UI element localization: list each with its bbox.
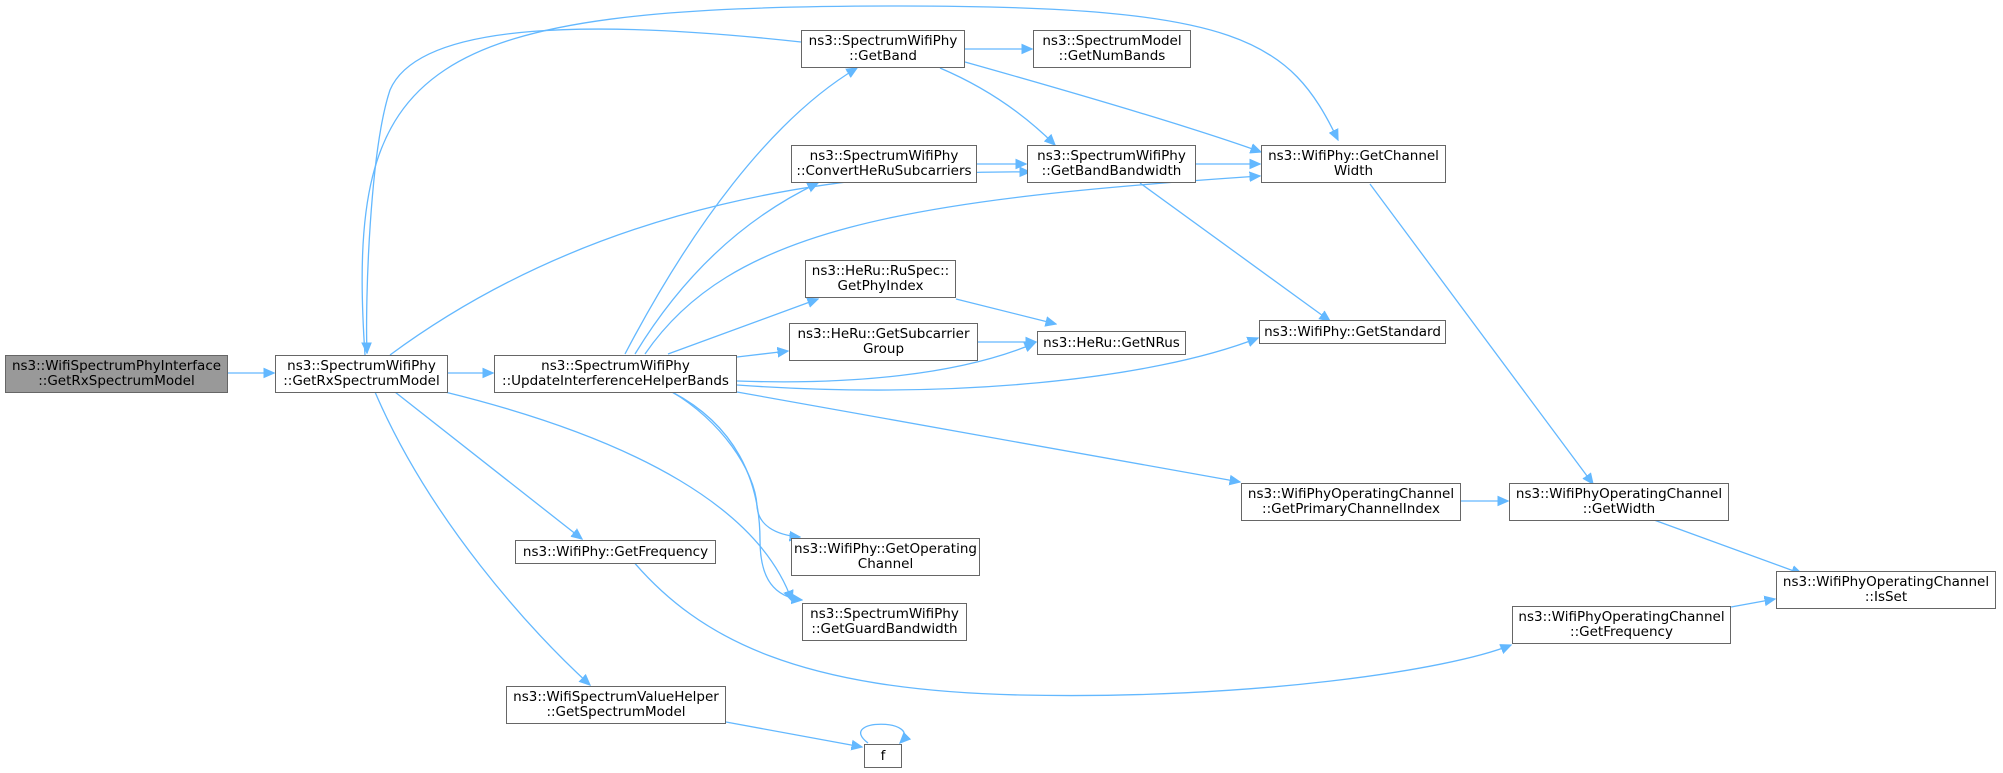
node-line-1: ns3::SpectrumWifiPhy (809, 148, 959, 164)
node-line-1: f (880, 747, 886, 764)
edge-getrxspectrummodel-to-getspectrummodel (374, 391, 590, 685)
edge-updateih-to-getstandard (736, 338, 1258, 391)
node-line-2: ::GetNumBands (1058, 48, 1166, 64)
node-spectrumwifiphy-getbandbandwidth[interactable]: ns3::SpectrumWifiPhy ::GetBandBandwidth (1027, 145, 1196, 183)
node-spectrumwifiphy-getband[interactable]: ns3::SpectrumWifiPhy ::GetBand (801, 30, 965, 68)
node-line-1: ns3::WifiPhy::GetFrequency (522, 543, 709, 560)
node-line-1: ns3::HeRu::GetNRus (1043, 334, 1180, 351)
node-line-1: ns3::SpectrumWifiPhy (1037, 148, 1186, 164)
edge-getchannelwidth-to-opchanwidth (1369, 183, 1593, 484)
node-line-2: Channel (857, 556, 914, 572)
node-line-2: ::GetBandBandwidth (1041, 163, 1182, 179)
node-wifiphy-getstandard[interactable]: ns3::WifiPhy::GetStandard (1259, 320, 1446, 344)
node-line-2: ::GetSpectrumModel (546, 704, 686, 720)
node-heru-ruspec-getphyindex[interactable]: ns3::HeRu::RuSpec:: GetPhyIndex (805, 260, 956, 298)
node-wifiphyoperatingchannel-getfrequency[interactable]: ns3::WifiPhyOperatingChannel ::GetFreque… (1512, 606, 1731, 644)
node-wifispectrumvaluehelper-getspectrummodel[interactable]: ns3::WifiSpectrumValueHelper ::GetSpectr… (506, 686, 726, 724)
node-wifiphyoperatingchannel-isset[interactable]: ns3::WifiPhyOperatingChannel ::IsSet (1776, 571, 1996, 609)
node-wifiphyoperatingchannel-getwidth[interactable]: ns3::WifiPhyOperatingChannel ::GetWidth (1509, 483, 1729, 521)
edge-getbandbandwidth-to-getstandard (1139, 182, 1330, 321)
edge-updateih-to-getoperatingchannel (671, 391, 800, 537)
edge-getband-to-getchannelwidth (964, 61, 1261, 152)
edge-updateih-to-getnrus (736, 343, 1035, 383)
node-line-1: ns3::WifiPhyOperatingChannel (1247, 486, 1455, 502)
node-line-1: ns3::SpectrumWifiPhy (810, 606, 959, 622)
edge-updateih-to-primchanidx (736, 391, 1240, 482)
edge-getphyindex-to-getnrus (955, 298, 1056, 324)
node-spectrumwifiphy-convertherusubcarriers[interactable]: ns3::SpectrumWifiPhy ::ConvertHeRuSubcar… (791, 145, 977, 183)
node-line-1: ns3::WifiPhyOperatingChannel (1515, 486, 1723, 502)
edge-getspectrummodel-to-f (725, 721, 862, 747)
node-line-2: ::GetWidth (1582, 501, 1656, 517)
node-line-2: Group (862, 341, 905, 357)
node-wifiphyoperatingchannel-getprimarychannelindex[interactable]: ns3::WifiPhyOperatingChannel ::GetPrimar… (1241, 483, 1461, 521)
node-heru-getnrus[interactable]: ns3::HeRu::GetNRus (1037, 331, 1186, 355)
node-line-2: ::GetPrimaryChannelIndex (1262, 501, 1440, 517)
node-spectrumwifiphy-getrxspectrummodel[interactable]: ns3::SpectrumWifiPhy ::GetRxSpectrumMode… (275, 355, 448, 393)
node-line-1: ns3::WifiPhy::GetStandard (1264, 323, 1441, 340)
node-line-1: ns3::WifiPhy::GetOperating (794, 541, 977, 557)
edge-updateih-to-getphyindex (667, 299, 818, 355)
node-line-1: ns3::SpectrumWifiPhy (541, 358, 690, 374)
node-line-1: ns3::HeRu::RuSpec:: (811, 263, 950, 279)
node-wifispectrumphyinterface-getrxspectrummodel: ns3::WifiSpectrumPhyInterface ::GetRxSpe… (5, 355, 228, 393)
edge-updateih-to-getband (624, 68, 857, 355)
node-line-1: ns3::WifiSpectrumValueHelper (513, 689, 719, 705)
edge-opchanfreq-to-isset (1730, 599, 1775, 608)
node-line-1: ns3::WifiPhyOperatingChannel (1518, 609, 1725, 625)
edge-updateih-to-getsubcarriergroup (736, 351, 788, 357)
node-line-1: ns3::SpectrumModel (1042, 33, 1182, 49)
edge-getrxspectrummodel-to-getguardbandwidth (444, 391, 792, 601)
node-spectrumwifiphy-updateinterferencehelperbands[interactable]: ns3::SpectrumWifiPhy ::UpdateInterferenc… (494, 355, 737, 393)
node-line-2: Width (1333, 163, 1374, 179)
node-wifiphy-getfrequency[interactable]: ns3::WifiPhy::GetFrequency (515, 540, 716, 564)
edge-updateih-to-getguardbandwidth (671, 391, 802, 600)
edge-getband-to-getrxspectrummodel (367, 28, 802, 353)
node-spectrumwifiphy-getguardbandwidth[interactable]: ns3::SpectrumWifiPhy ::GetGuardBandwidth (802, 603, 967, 641)
node-f[interactable]: f (864, 744, 902, 768)
edge-getband-to-getbandbandwidth (939, 67, 1055, 145)
node-line-1: ns3::HeRu::GetSubcarrier (797, 326, 970, 342)
node-line-2: ::ConvertHeRuSubcarriers (796, 163, 972, 179)
node-wifiphy-getoperatingchannel[interactable]: ns3::WifiPhy::GetOperating Channel (791, 538, 980, 576)
edge-getfrequency-to-opchanfreq (631, 559, 1511, 697)
edge-opchanwidth-to-isset (1653, 519, 1802, 574)
node-line-2: ::GetBand (849, 48, 917, 64)
node-line-1: ns3::WifiPhyOperatingChannel (1782, 574, 1990, 590)
node-line-1: ns3::WifiSpectrumPhyInterface (11, 358, 222, 374)
node-wifiphy-getchannelwidth[interactable]: ns3::WifiPhy::GetChannel Width (1261, 145, 1446, 183)
node-line-2: GetPhyIndex (837, 278, 924, 294)
edge-f-self-loop (859, 723, 905, 743)
node-line-1: ns3::SpectrumWifiPhy (287, 358, 436, 374)
node-spectrummodel-getnumbands[interactable]: ns3::SpectrumModel ::GetNumBands (1033, 30, 1191, 68)
node-line-2: ::GetGuardBandwidth (811, 621, 958, 637)
node-line-1: ns3::SpectrumWifiPhy (808, 33, 958, 49)
node-line-2: ::GetFrequency (1570, 624, 1673, 640)
edge-getrxspectrummodel-to-getfrequency (394, 391, 582, 539)
node-line-2: ::GetRxSpectrumModel (38, 373, 195, 389)
edge-getrxspectrummodel-to-getchannelwidth (361, 5, 1338, 356)
node-line-2: ::UpdateInterferenceHelperBands (502, 373, 729, 389)
node-heru-getsubcarriergroup[interactable]: ns3::HeRu::GetSubcarrier Group (789, 323, 978, 361)
edge-updateih-to-getchannelwidth (644, 176, 1260, 355)
edge-updateih-to-convertheru (634, 183, 818, 355)
node-line-2: ::IsSet (1864, 589, 1908, 605)
node-line-2: ::GetRxSpectrumModel (283, 373, 440, 389)
node-line-1: ns3::WifiPhy::GetChannel (1268, 148, 1439, 164)
